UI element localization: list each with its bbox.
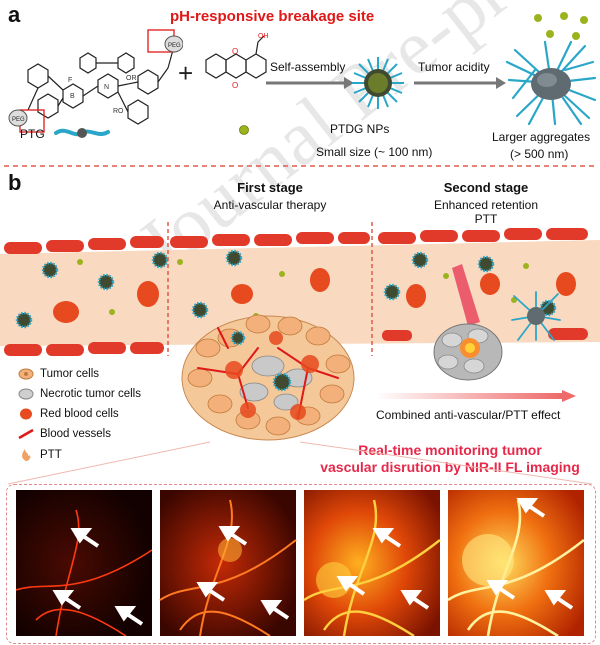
tumor-acidity-label: Tumor acidity [418,60,490,74]
ph-breakage-title: pH-responsive breakage site [170,8,375,25]
svg-text:O: O [232,47,238,56]
first-stage-subtitle: Anti-vascular therapy [213,198,327,212]
nir-image-4 [447,490,584,636]
combined-effect-arrow [376,390,576,402]
ptg-icon [54,128,110,138]
necrotic-cell-icon [18,388,34,400]
ptg-molecule-structure: PEG PEG B N F RO OR [8,29,183,133]
monitoring-title: Real-time monitoring tumor vascular disr… [320,442,580,475]
combined-effect-label: Combined anti-vascular/PTT effect [376,408,561,422]
nir-image-strip [16,490,584,636]
red-blood-cell-icon [20,408,32,420]
larger-aggregates-label: Larger aggregates [492,130,591,144]
zoom-funnel [7,441,593,485]
tumor-mass-first-stage [181,314,355,441]
tumor-cell-icon [18,368,34,380]
blood-vessel-icon [18,428,34,440]
panel-b-letter: b [8,170,22,195]
released-dye-dots [534,12,588,40]
legend: Tumor cells Necrotic tumor cells Red blo… [18,368,178,468]
nir-imaging-frame [6,484,596,644]
legend-item-ptt: PTT [18,448,62,462]
legend-item-necrotic: Necrotic tumor cells [18,388,141,400]
small-size-label: Small size (~ 100 nm) [316,145,433,159]
svg-text:PEG: PEG [12,117,25,123]
nir-image-2 [159,490,297,636]
tumor-acidity-arrow [414,77,506,89]
nir-image-3 [303,490,441,636]
legend-item-tumor-cells: Tumor cells [18,368,99,380]
ptdg-nanoparticle [352,57,404,109]
tumor-mass-second-stage [433,323,503,381]
second-stage-title: Second stage [443,180,529,195]
nir-image-1 [16,490,153,636]
dye-molecule-structure: O O OH [205,33,268,90]
self-assembly-arrow [266,77,354,89]
panel-divider [4,165,596,167]
second-stage-sub2: PTT [474,212,498,226]
svg-text:PEG: PEG [168,43,181,49]
svg-text:F: F [68,77,72,84]
svg-text:B: B [70,93,75,100]
second-stage-sub1: Enhanced retention [433,198,539,212]
ptdg-label: PTDG NPs [330,122,390,136]
dye-dot-icon [239,125,249,135]
svg-text:OR: OR [126,75,137,82]
svg-text:RO: RO [113,108,124,115]
panel-a-letter: a [8,2,21,27]
flame-icon [22,449,31,461]
self-assembly-label: Self-assembly [270,60,346,74]
first-stage-title: First stage [237,180,303,195]
blood-vessel-scene [0,222,600,356]
legend-item-vessels: Blood vessels [18,428,111,440]
svg-text:N: N [104,84,109,91]
larger-aggregate [505,40,597,126]
larger-size-label: (> 500 nm) [510,147,569,161]
svg-text:OH: OH [258,33,268,40]
ptg-label: PTG [20,127,45,141]
plus-icon: + [178,58,194,88]
svg-text:O: O [232,81,238,90]
legend-item-rbc: Red blood cells [18,408,119,420]
aggregate-in-vessel [511,291,561,341]
